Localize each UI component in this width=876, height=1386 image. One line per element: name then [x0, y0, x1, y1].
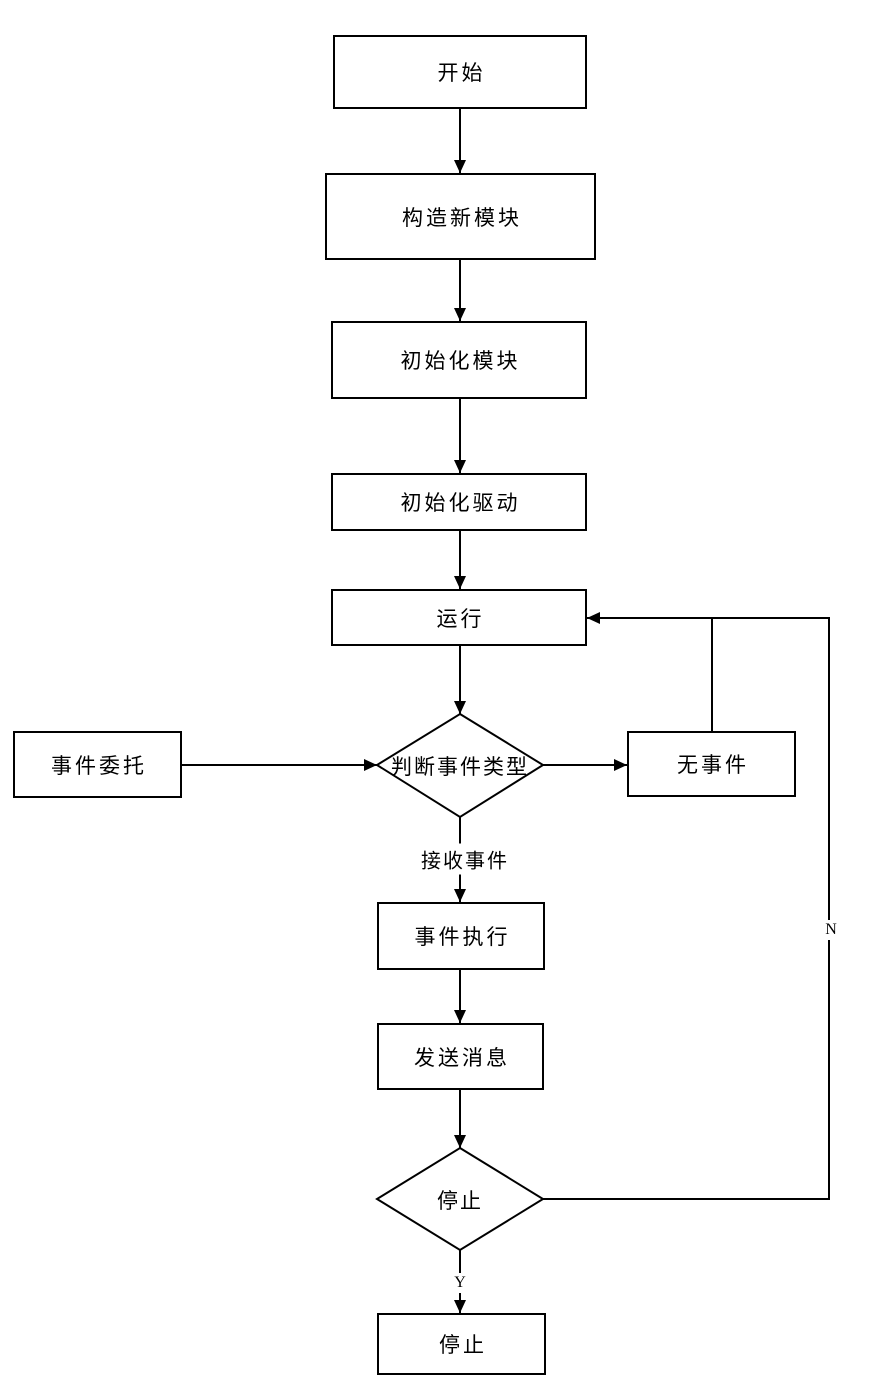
node-no-event: 无事件 [627, 731, 796, 797]
node-event-execute: 事件执行 [377, 902, 545, 970]
node-send-message: 发送消息 [377, 1023, 544, 1090]
stop-decision-diamond [375, 1146, 545, 1252]
node-init-module: 初始化模块 [331, 321, 587, 399]
node-run: 运行 [331, 589, 587, 646]
node-stop: 停止 [377, 1313, 546, 1375]
connector-stopdecision-no-to-run [543, 612, 830, 1200]
node-build-module: 构造新模块 [325, 173, 596, 260]
edge-label-yes: Y [452, 1273, 468, 1293]
judge-event-type-label: 判断事件类型 [391, 755, 529, 779]
node-start: 开始 [333, 35, 587, 109]
judge-event-type-diamond [375, 712, 545, 819]
stop-decision-label: 停止 [437, 1189, 483, 1213]
edge-label-no: N [823, 920, 839, 940]
node-event-delegate: 事件委托 [13, 731, 182, 798]
edge-label-receive-event: 接收事件 [418, 843, 512, 875]
node-init-driver: 初始化驱动 [331, 473, 587, 531]
